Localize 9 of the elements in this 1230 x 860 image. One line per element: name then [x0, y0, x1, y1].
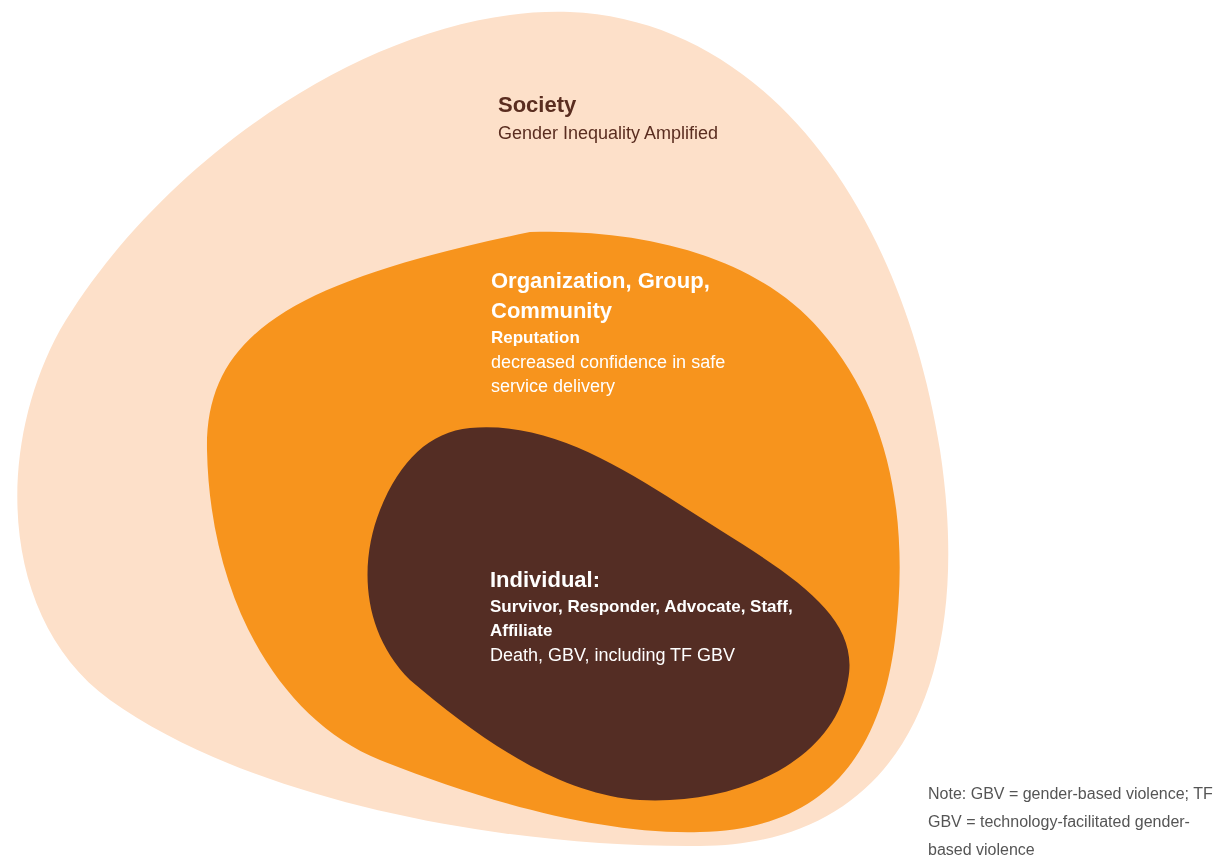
- subheading: Reputation: [491, 327, 581, 349]
- description: Death, GBV, including TF GBV: [490, 644, 737, 667]
- heading: Organization, Group, Community: [491, 267, 711, 325]
- note: Note: GBV = gender-based violence; TF GBV = technology-facilitated gender-based violence: [928, 784, 1214, 860]
- heading: Individual:: [490, 566, 601, 594]
- subheading: Survivor, Responder, Advocate, Staff, Affiliate: [490, 596, 794, 642]
- heading: Society: [498, 91, 578, 119]
- description: decreased confidence in safe service delivery: [491, 351, 727, 398]
- subtitle: Gender Inequality Amplified: [498, 122, 720, 145]
